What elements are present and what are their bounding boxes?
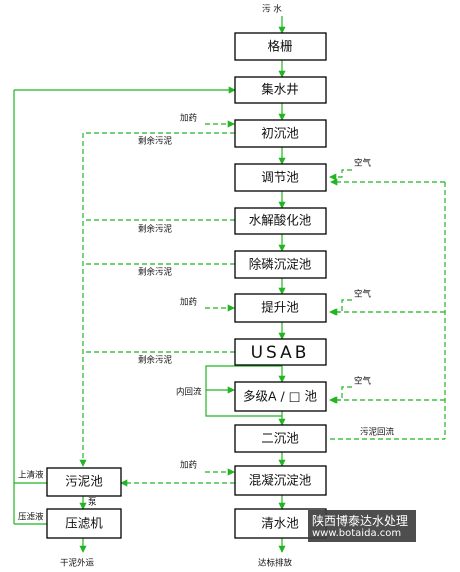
inlet-title: 污 水 — [262, 4, 282, 15]
discharge-label: 达标排放 — [258, 558, 293, 569]
box-collection-well: 集水井 — [234, 76, 327, 104]
watermark: 陕西博泰达水处理 www.botaida.com — [308, 510, 416, 542]
filter-press-label: 压滤机 — [65, 516, 103, 531]
box-primary-clarifier: 初沉池 — [234, 119, 327, 148]
box-usab: USAB — [234, 338, 327, 366]
air-label-3: 空气 — [354, 376, 372, 387]
dosing-label-2: 加药 — [180, 297, 197, 308]
residual-sludge-label-4: 剩余污泥 — [138, 355, 173, 366]
residual-sludge-label-2: 剩余污泥 — [138, 224, 173, 235]
box-filter-press: 压滤机 — [46, 508, 122, 539]
dosing-label-3: 加药 — [180, 460, 197, 471]
box-coagulation-tank: 混凝沉淀池 — [234, 465, 327, 496]
watermark-line1: 陕西博泰达水处理 — [312, 514, 409, 528]
grille-label: 格栅 — [267, 39, 292, 54]
collection-well-label: 集水井 — [261, 82, 299, 97]
box-equalization-tank: 调节池 — [234, 163, 327, 192]
air-label-2: 空气 — [354, 289, 372, 300]
pump-label: 泵 — [88, 498, 97, 508]
press-filtrate-label: 压滤液 — [18, 512, 44, 523]
residual-sludge-label-1: 剩余污泥 — [138, 136, 173, 147]
coagulation-tank-label: 混凝沉淀池 — [249, 473, 312, 488]
watermark-line2: www.botaida.com — [312, 528, 402, 539]
supernatant-label: 上清液 — [18, 470, 44, 481]
clear-water-tank-label: 清水池 — [261, 516, 299, 531]
equalization-tank-label: 调节池 — [261, 170, 299, 185]
box-grille: 格栅 — [234, 32, 327, 61]
box-multistage-ao: 多级A / □ 池 — [234, 381, 327, 412]
secondary-clarifier-label: 二沉池 — [261, 431, 299, 446]
dry-sludge-label: 干泥外运 — [60, 558, 95, 569]
primary-clarifier-label: 初沉池 — [261, 126, 299, 141]
box-lift-tank: 提升池 — [234, 293, 327, 323]
phosphorus-removal-label: 除磷沉淀池 — [249, 257, 312, 272]
connection-lines — [13, 16, 446, 553]
box-secondary-clarifier: 二沉池 — [234, 424, 327, 453]
multistage-ao-label: 多级A / □ 池 — [243, 389, 317, 404]
lift-tank-label: 提升池 — [261, 300, 299, 315]
internal-reflux-label: 内回流 — [176, 387, 202, 398]
sludge-tank-label: 污泥池 — [65, 474, 103, 489]
box-hydrolysis-acidification-tank: 水解酸化池 — [234, 207, 327, 235]
box-phosphorus-removal-tank: 除磷沉淀池 — [234, 250, 327, 279]
air-label-1: 空气 — [354, 158, 372, 169]
usab-label: USAB — [251, 343, 310, 363]
hydrolysis-acidification-label: 水解酸化池 — [249, 213, 312, 228]
sludge-return-label: 污泥回流 — [360, 427, 395, 438]
dosing-label-1: 加药 — [180, 113, 197, 124]
residual-sludge-label-3: 剩余污泥 — [138, 267, 173, 278]
box-sludge-tank: 污泥池 — [46, 467, 122, 497]
